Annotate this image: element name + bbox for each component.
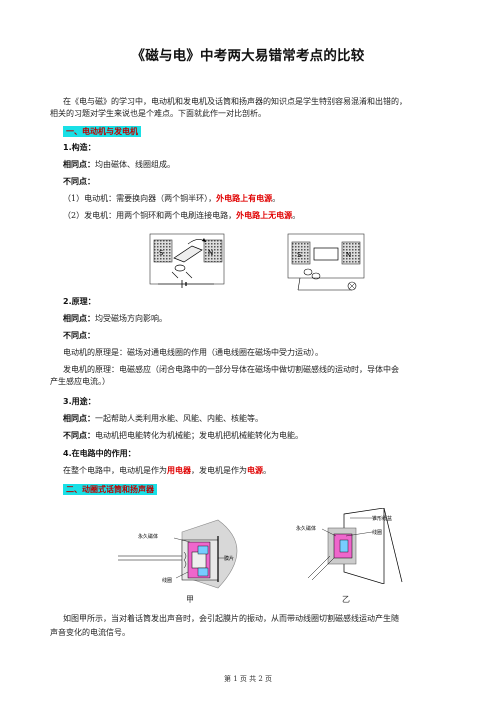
structure-same-text: 均由磁体、线圈组成。 [95, 160, 175, 169]
structure-gen-red: 外电路上无电源 [236, 211, 293, 220]
principle-motor: 电动机的原理是：磁场对通电线圈的作用（通电线圈在磁场中受力运动）。 [63, 348, 323, 357]
generator-n-label: N [346, 251, 351, 259]
structure-same-label: 相同点： [63, 160, 95, 169]
section-2-heading: 二、动圈式话筒和扬声器 [63, 484, 157, 495]
speaker-magnet-label: 永久磁体 [296, 525, 316, 532]
role-text: 在整个电路中，电动机是作为用电器，发电机是作为电源。 [63, 465, 271, 477]
structure-generator: （2）发电机：用两个铜环和两个电刷连接电路，外电路上无电源。 [63, 210, 300, 222]
role-text-2: ，发电机是作为 [191, 466, 247, 475]
role-text-1: 在整个电路中，电动机是作为 [63, 466, 167, 475]
intro-line-2: 相关的习题对学生来说也是个难点。下面就此作一对比剖析。 [50, 109, 266, 118]
generator-s-label: S [297, 251, 302, 259]
section-1-heading: 一、电动机与发电机 [63, 126, 141, 137]
principle-generator-line-1: 发电机的原理：电磁感应（闭合电路中的一部分导体在磁场中做切割磁感线的运动时，导体… [63, 365, 399, 374]
motor-n-label: N [208, 249, 213, 257]
structure-motor: （1）电动机：需要换向器（两个铜半环），外电路上有电源。 [63, 193, 280, 205]
principle-diff-label: 不同点： [63, 331, 95, 340]
role-text-3: 。 [263, 466, 271, 475]
structure-motor-text: （1）电动机：需要换向器（两个铜半环）， [63, 194, 217, 203]
page-footer: 第 1 页 共 2 页 [223, 675, 273, 683]
structure-gen-end: 。 [292, 211, 301, 220]
role-heading: 4.在电路中的作用： [63, 449, 136, 458]
section-2-text-line-1: 如图甲所示，当对着话筒发出声音时，会引起膜片的振动，从而带动线圈切割磁感线运动产… [63, 614, 399, 623]
usage-same: 相同点：一起帮助人类利用水能、风能、内能、核能等。 [63, 413, 263, 425]
motor-magnet-s [153, 239, 173, 263]
motor-commutator [174, 264, 186, 272]
principle-same-text: 均受磁场方向影响。 [95, 314, 167, 323]
intro-line-1: 在《电与磁》的学习中，电动机和发电机及话筒和扬声器的知识点是学生特别容易混淆和出… [63, 97, 407, 106]
generator-magnet-n [341, 241, 361, 265]
usage-heading: 3.用途： [63, 397, 96, 406]
figure-b-caption: 乙 [342, 595, 350, 604]
motor-generator-figure: S N S N [149, 233, 365, 291]
motor-diagram: S N [149, 233, 225, 288]
section-2-text-line-2: 声音变化的电流信号。 [50, 628, 130, 637]
structure-diff-label: 不同点： [63, 177, 95, 186]
structure-motor-red: 外电路上有电源 [216, 194, 273, 203]
principle-heading: 2.原理： [63, 297, 96, 306]
structure-same: 相同点：均由磁体、线圈组成。 [63, 159, 175, 171]
structure-motor-end: 。 [272, 194, 281, 203]
speaker-coil [339, 539, 349, 553]
microphone-figure: 永久磁体 膜片 线圈 [118, 519, 238, 589]
generator-coil [313, 247, 339, 261]
motor-magnet-n [203, 239, 223, 263]
speaker-cone-label: 锥形纸盆 [372, 515, 392, 522]
page-title: 《磁与电》中考两大易错常考点的比较 [131, 48, 365, 64]
figure-a-caption: 甲 [186, 595, 194, 604]
role-red-1: 用电器 [167, 466, 191, 475]
microphone-coil-label: 线圈 [162, 577, 172, 584]
principle-generator-line-2: 产生感应电流。） [50, 377, 110, 386]
usage-same-text: 一起帮助人类利用水能、风能、内能、核能等。 [95, 414, 263, 423]
usage-diff-label: 不同点： [63, 431, 95, 440]
usage-same-label: 相同点： [63, 414, 95, 423]
microphone-coil [183, 551, 187, 569]
generator-magnet-s [291, 241, 311, 265]
structure-heading: 1.构造： [63, 143, 96, 152]
structure-gen-text: （2）发电机：用两个铜环和两个电刷连接电路， [63, 211, 237, 220]
motor-s-label: S [159, 249, 164, 257]
principle-same: 相同点：均受磁场方向影响。 [63, 313, 167, 325]
motor-coil [173, 245, 203, 263]
microphone-magnet-label: 永久磁体 [138, 533, 158, 540]
usage-diff: 不同点：电动机把电能转化为机械能；发电机把机械能转化为电能。 [63, 430, 303, 442]
usage-diff-text: 电动机把电能转化为机械能；发电机把机械能转化为电能。 [95, 431, 303, 440]
generator-diagram: S N [287, 233, 365, 291]
speaker-coil-label: 线圈 [372, 529, 382, 536]
microphone-membrane-label: 膜片 [224, 555, 234, 562]
role-red-2: 电源 [247, 466, 263, 475]
speaker-figure: 锥形纸盆 永久磁体 线圈 [296, 508, 403, 584]
principle-same-label: 相同点： [63, 314, 95, 323]
